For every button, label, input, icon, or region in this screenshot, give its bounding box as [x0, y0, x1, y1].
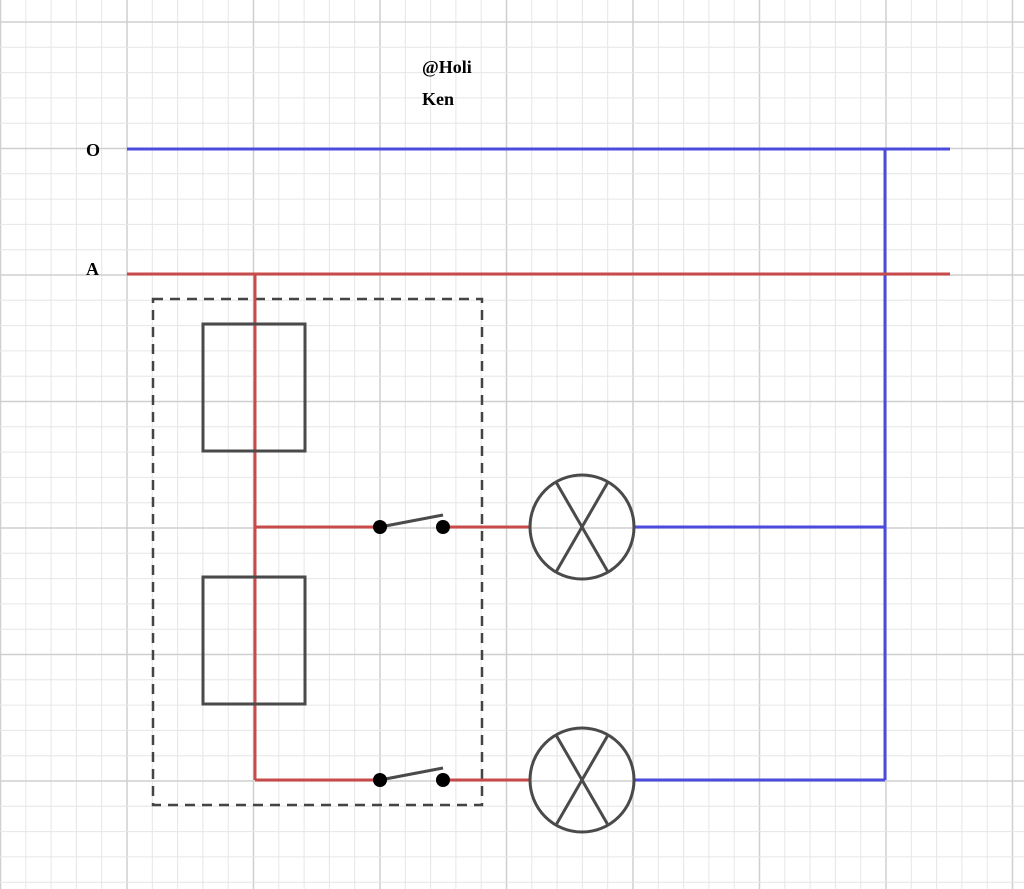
- switch-1: [373, 513, 450, 534]
- neutral-line-label: O: [86, 140, 101, 160]
- author-line-1: @Holi: [422, 57, 472, 77]
- phase-wiring: [127, 272, 950, 782]
- lamp-1: [528, 473, 636, 581]
- switch-2: [373, 766, 450, 787]
- phase-line-label: A: [86, 259, 99, 279]
- lamp-2: [528, 726, 636, 834]
- component-box-1: [201, 322, 307, 453]
- dashed-enclosure: [151, 297, 484, 807]
- components: [201, 322, 307, 706]
- author-line-2: Ken: [422, 89, 455, 109]
- component-box-2: [201, 575, 307, 706]
- neutral-wiring: [127, 147, 950, 782]
